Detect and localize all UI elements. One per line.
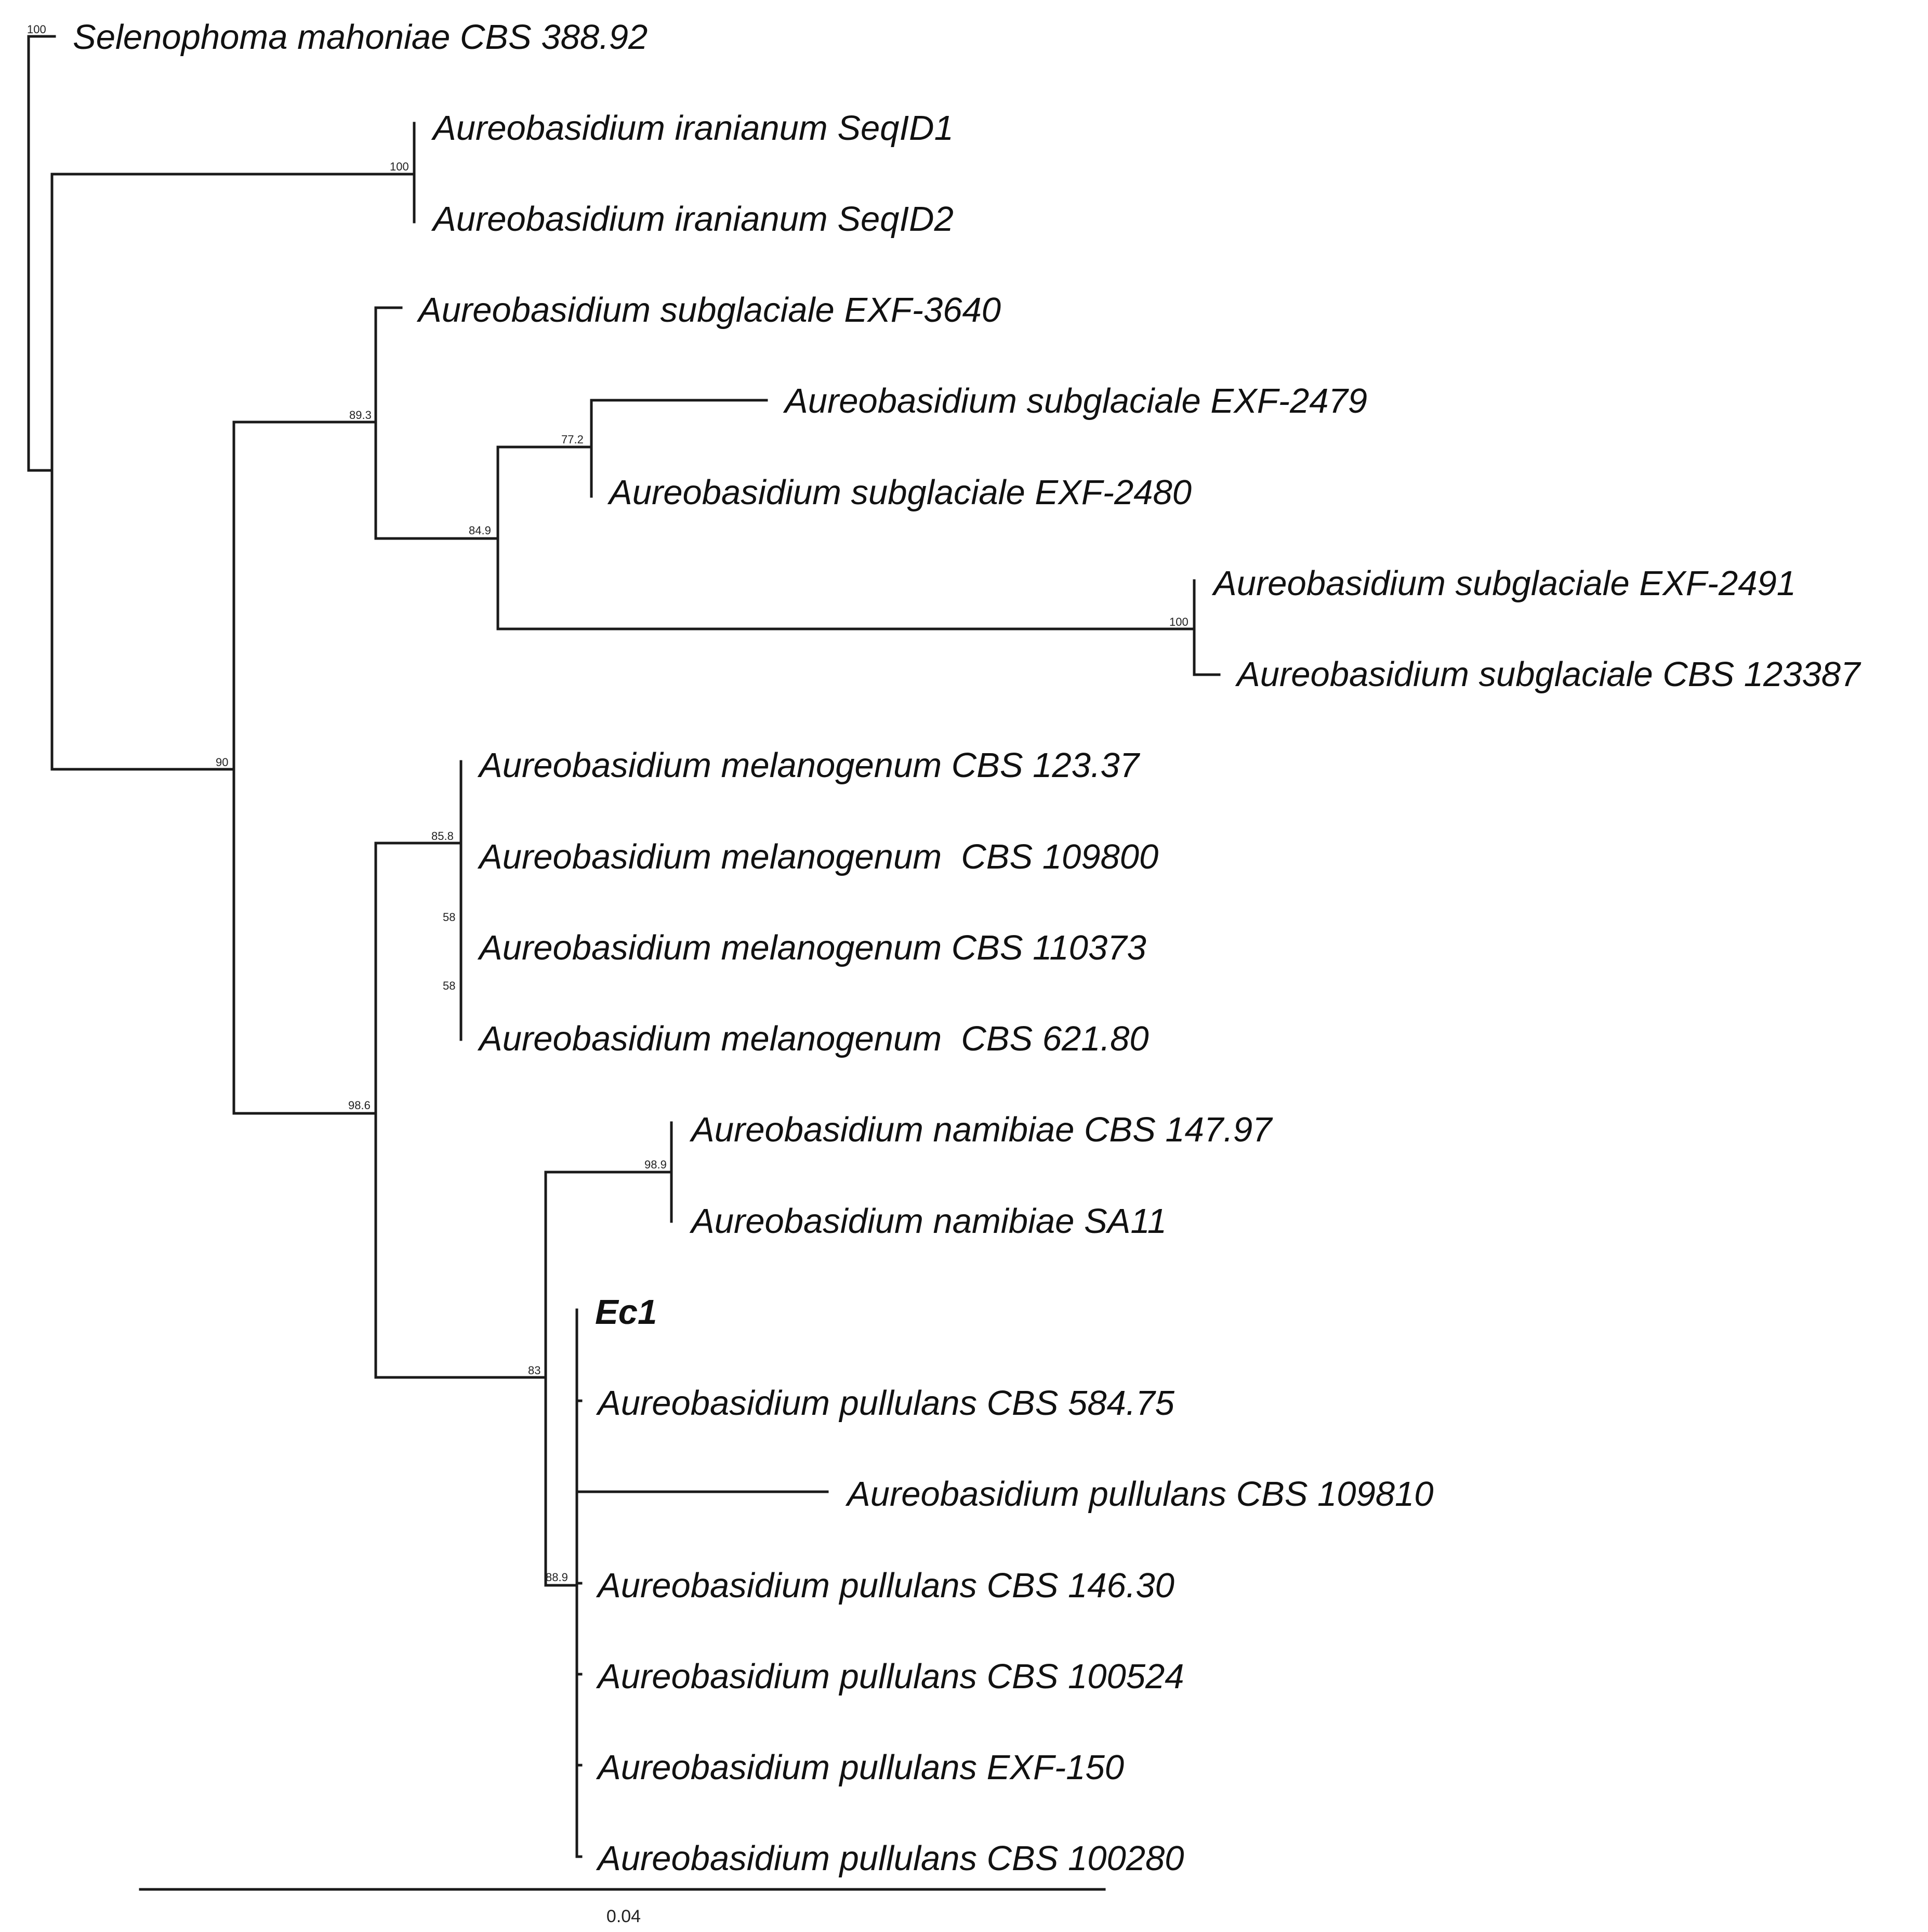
- taxon-label: Aureobasidium pullulans CBS 100280: [596, 1839, 1184, 1878]
- taxon-label: Aureobasidium iranianum SeqID2: [431, 200, 954, 239]
- taxon-label: Aureobasidium melanogenum CBS 123.37: [477, 746, 1141, 785]
- taxon-label: Aureobasidium namibiae CBS 147.97: [689, 1110, 1273, 1149]
- support-value: 100: [390, 160, 409, 173]
- scale-bar: 0.04: [139, 1888, 1106, 1926]
- support-value: 85.8: [431, 830, 454, 843]
- taxon-label: Aureobasidium subglaciale CBS 123387: [1235, 655, 1861, 694]
- support-values: 100 100 89.3 77.2 84.9 100 90 85.8 58 58…: [27, 23, 1189, 1584]
- support-value: 77.2: [561, 433, 584, 446]
- taxon-label: Aureobasidium subglaciale EXF-2491: [1211, 564, 1796, 603]
- taxon-label: Aureobasidium subglaciale EXF-2480: [607, 473, 1192, 512]
- taxon-label: Aureobasidium namibiae SA11: [689, 1202, 1167, 1241]
- support-value: 83: [528, 1364, 540, 1377]
- scale-bar-label: 0.04: [606, 1907, 641, 1926]
- tip-labels: Selenophoma mahoniae CBS 388.92 Aureobas…: [73, 18, 1861, 1878]
- support-value: 100: [27, 23, 46, 36]
- taxon-label: Aureobasidium pullulans CBS 109810: [845, 1475, 1434, 1514]
- tree-branches: [27, 35, 1221, 1858]
- support-value: 58: [443, 979, 455, 992]
- support-value: 58: [443, 911, 455, 924]
- taxon-label: Aureobasidium melanogenum CBS 621.80: [477, 1019, 1149, 1058]
- taxon-label: Aureobasidium pullulans CBS 146.30: [596, 1566, 1174, 1605]
- taxon-label: Aureobasidium subglaciale EXF-2479: [783, 382, 1367, 420]
- support-value: 88.9: [546, 1571, 568, 1584]
- support-value: 89.3: [349, 409, 372, 422]
- support-value: 100: [1169, 615, 1189, 628]
- taxon-label-ec1: Ec1: [595, 1293, 657, 1332]
- support-value: 98.6: [348, 1099, 371, 1112]
- taxon-label: Aureobasidium subglaciale EXF-3640: [416, 291, 1001, 330]
- support-value: 98.9: [644, 1158, 667, 1171]
- taxon-label: Aureobasidium pullulans CBS 584.75: [596, 1384, 1175, 1423]
- taxon-label: Aureobasidium melanogenum CBS 110373: [477, 928, 1146, 967]
- support-value: 90: [216, 756, 228, 769]
- taxon-label: Aureobasidium iranianum SeqID1: [431, 109, 954, 148]
- taxon-label: Aureobasidium pullulans EXF-150: [596, 1748, 1124, 1787]
- taxon-label: Selenophoma mahoniae CBS 388.92: [73, 18, 648, 57]
- taxon-label: Aureobasidium melanogenum CBS 109800: [477, 837, 1158, 876]
- taxon-label: Aureobasidium pullulans CBS 100524: [596, 1657, 1184, 1696]
- support-value: 84.9: [469, 524, 491, 537]
